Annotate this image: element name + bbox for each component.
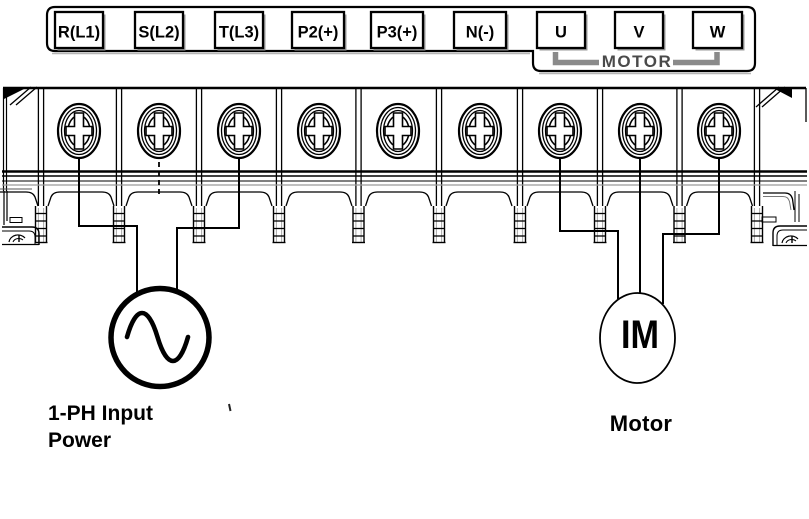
motor-symbol-text: IM: [621, 313, 659, 357]
terminal-screws: [56, 102, 742, 160]
break-mark-left: [4, 86, 38, 106]
wire-w-to-motor: [662, 156, 720, 304]
motor-group-bracket: [552, 52, 720, 66]
induction-motor-symbol: IM: [599, 292, 676, 384]
terminal-screw-icon: [216, 102, 262, 160]
terminal-screw-icon: [296, 102, 342, 160]
terminal-label-box-p2: P2(+): [290, 10, 347, 51]
box: [213, 10, 265, 50]
terminal-label-v: V: [633, 24, 644, 42]
terminal-label-w: W: [710, 24, 726, 42]
terminal-label-p3: P3(+): [377, 24, 418, 42]
wire-t-to-source: [176, 156, 240, 292]
terminal-screw-icon: [696, 102, 742, 160]
terminal-label-r: R(L1): [58, 24, 100, 42]
terminal-label-box-r: R(L1): [53, 10, 106, 51]
terminal-label-boxes: R(L1) S(L2) T(L3) P2(+) P3(+): [53, 10, 745, 51]
box: [613, 10, 665, 50]
chassis-detail-left: [2, 217, 40, 246]
box: [290, 10, 346, 50]
input-power-caption: 1-PH Input Power: [48, 402, 232, 452]
box: [53, 10, 105, 50]
ac-sine-wave-icon: [124, 310, 191, 364]
box: [691, 10, 744, 50]
ac-source-symbol: [108, 285, 212, 390]
wire-u-to-motor: [559, 156, 619, 299]
box: [535, 10, 587, 50]
terminal-label-box-n: N(-): [452, 10, 509, 51]
break-mark-right: [755, 86, 807, 122]
terminal-label-box-v: V: [613, 10, 666, 51]
terminal-label-box-u: U: [535, 10, 588, 51]
box: [452, 10, 508, 50]
terminal-label-box-w: W: [691, 10, 745, 51]
motor-group-label: MOTOR: [602, 52, 672, 71]
box: [369, 10, 425, 50]
terminal-block: [0, 86, 807, 247]
terminal-label-box-t: T(L3): [213, 10, 266, 51]
block-left-end: [2, 88, 8, 225]
chassis-detail-right: [761, 191, 807, 247]
terminal-label-box-p3: P3(+): [369, 10, 426, 51]
terminal-screw-icon: [537, 102, 583, 160]
terminal-screw-icon: [457, 102, 503, 160]
terminal-label-p2: P2(+): [298, 24, 339, 42]
block-rails: [2, 170, 807, 186]
terminal-screw-icon: [56, 102, 102, 160]
input-power-caption-line2: Power: [48, 429, 111, 452]
cell-pockets: [0, 188, 795, 211]
terminal-label-u: U: [555, 24, 567, 42]
stray-mark: [228, 403, 232, 412]
box: [133, 10, 185, 50]
clamp-ladders: [33, 205, 765, 244]
wire-r-to-source: [78, 156, 138, 292]
terminal-label-box-s: S(L2): [133, 10, 186, 51]
terminal-label-n: N(-): [466, 24, 494, 42]
terminal-label-s: S(L2): [138, 24, 179, 42]
motor-caption: Motor: [610, 411, 673, 436]
wires: [78, 156, 720, 304]
motor-circle: [599, 292, 676, 384]
terminal-screw-icon: [617, 102, 663, 160]
terminal-screw-icon: [136, 102, 182, 160]
terminal-label-strip: MOTOR R(L1) S(L2) T(L3) P2(+): [45, 5, 757, 75]
input-power-caption-line1: 1-PH Input: [48, 402, 153, 425]
terminal-label-t: T(L3): [219, 24, 259, 42]
terminal-screw-icon: [375, 102, 421, 160]
